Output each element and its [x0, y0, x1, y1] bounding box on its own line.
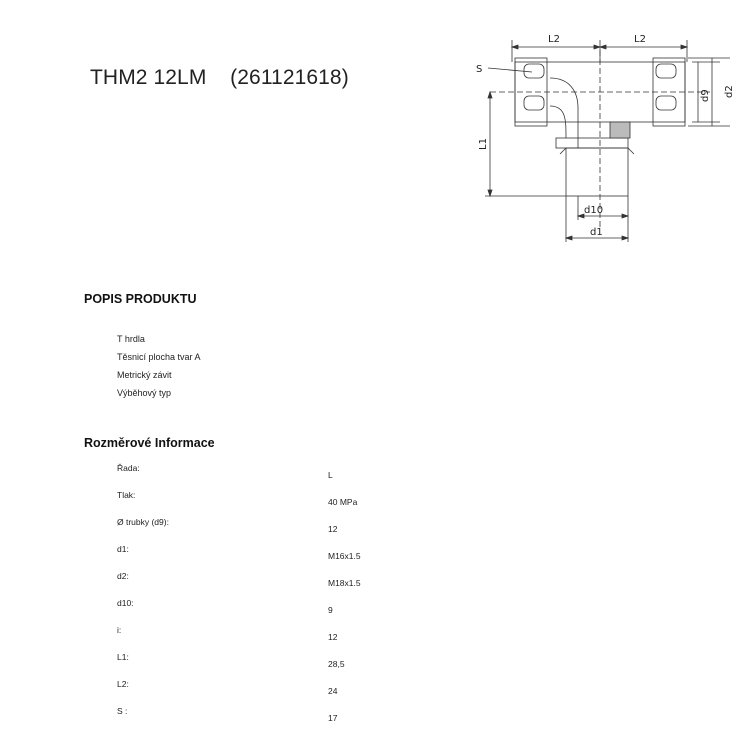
spec-value: 40 MPa [328, 497, 358, 507]
dim-label-s: S [476, 64, 482, 75]
dim-label-d9: d9 [700, 89, 711, 102]
dim-label-l2-left: L2 [548, 34, 560, 45]
spec-value: 12 [328, 524, 338, 534]
list-item: Výběhový typ [117, 388, 172, 398]
dimension-info-heading: Rozměrové Informace [84, 436, 215, 450]
spec-value: 28,5 [328, 659, 345, 669]
table-row: L1: 28,5 [0, 652, 750, 679]
dim-label-d2: d2 [724, 85, 735, 98]
spec-label: Ø trubky (d9): [117, 517, 169, 527]
spec-value: 17 [328, 713, 338, 723]
table-row: d1: M16x1.5 [0, 544, 750, 571]
table-row: Řada: L [0, 463, 750, 490]
spec-value: 12 [328, 632, 338, 642]
spec-label: d1: [117, 544, 129, 554]
table-row: i: 12 [0, 625, 750, 652]
spec-value: M16x1.5 [328, 551, 361, 561]
fitting-technical-drawing: L2 L2 S d9 d2 L1 d10 d1 [476, 34, 735, 242]
spec-label: d2: [117, 571, 129, 581]
dim-label-l1: L1 [478, 138, 489, 150]
spec-label: L2: [117, 679, 129, 689]
dim-label-l2-right: L2 [634, 34, 646, 45]
spec-label: Tlak: [117, 490, 136, 500]
dim-label-d1: d1 [590, 227, 603, 238]
spec-value: L [328, 470, 333, 480]
table-row: Tlak: 40 MPa [0, 490, 750, 517]
spec-label: L1: [117, 652, 129, 662]
list-item: Těsnicí plocha tvar A [117, 352, 201, 362]
spec-value: 24 [328, 686, 338, 696]
spec-value: 9 [328, 605, 333, 615]
spec-label: S : [117, 706, 128, 716]
spec-label: i: [117, 625, 122, 635]
table-row: L2: 24 [0, 679, 750, 706]
list-item: Metrický závit [117, 370, 172, 380]
dim-label-d10: d10 [584, 205, 603, 216]
table-row: d10: 9 [0, 598, 750, 625]
table-row: d2: M18x1.5 [0, 571, 750, 598]
list-item: T hrdla [117, 334, 145, 344]
product-description-heading: POPIS PRODUKTU [84, 292, 197, 306]
spec-label: d10: [117, 598, 134, 608]
product-title: THM2 12LM (261121618) [90, 66, 349, 89]
spec-label: Řada: [117, 463, 140, 473]
spec-value: M18x1.5 [328, 578, 361, 588]
table-row: S : 17 [0, 706, 750, 733]
table-row: Ø trubky (d9): 12 [0, 517, 750, 544]
product-description-list: T hrdla Těsnicí plocha tvar A Metrický z… [117, 330, 201, 402]
